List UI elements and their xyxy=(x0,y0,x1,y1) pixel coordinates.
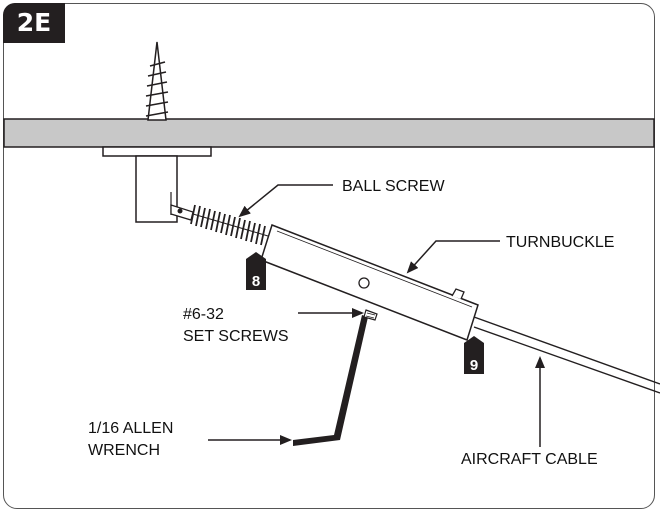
label-aircraft-cable: AIRCRAFT CABLE xyxy=(461,451,598,468)
aircraft-cable xyxy=(473,316,660,394)
leader-lines xyxy=(208,184,545,447)
label-set-screws-line2: SET SCREWS xyxy=(183,328,289,345)
tag-8-number: 8 xyxy=(252,273,260,290)
leader-turnbuckle xyxy=(406,240,500,274)
set-screw-top xyxy=(451,288,465,300)
allen-wrench xyxy=(293,309,378,446)
turnbuckle-hole xyxy=(358,277,370,289)
tag-9-number: 9 xyxy=(470,357,478,374)
ball-screw xyxy=(190,204,269,246)
figure-frame xyxy=(3,3,655,509)
tag-8: 8 xyxy=(246,252,266,290)
label-turnbuckle: TURNBUCKLE xyxy=(506,234,614,251)
label-ball-screw: BALL SCREW xyxy=(342,178,445,195)
leader-ball-screw xyxy=(238,184,333,218)
label-allen-wrench-line1: 1/16 ALLEN xyxy=(88,420,173,437)
hanger-bracket xyxy=(135,155,178,223)
tag-9: 9 xyxy=(464,336,484,374)
mounting-plate xyxy=(102,146,212,157)
step-badge: 2E xyxy=(3,3,65,43)
ceiling-beam xyxy=(3,118,655,148)
label-set-screws-line1: #6-32 xyxy=(183,306,224,323)
set-screw-bottom xyxy=(363,309,378,321)
label-allen-wrench-line2: WRENCH xyxy=(88,442,160,459)
